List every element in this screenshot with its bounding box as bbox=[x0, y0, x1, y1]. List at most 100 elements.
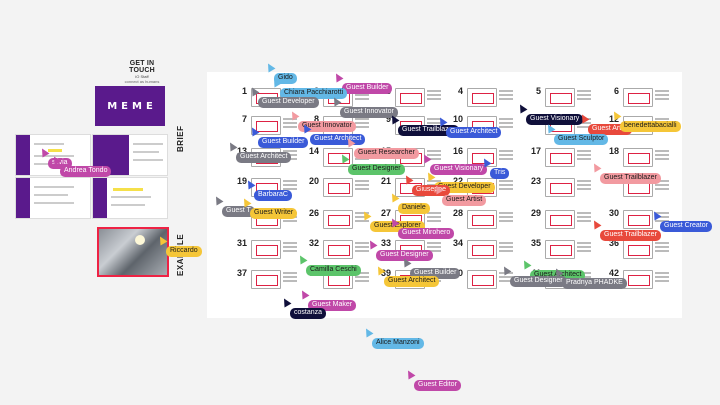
slot-card[interactable] bbox=[623, 210, 653, 229]
slot-card[interactable] bbox=[251, 240, 281, 259]
slot-notes bbox=[283, 118, 297, 130]
collaborator-tag: Guest Artist bbox=[588, 124, 633, 135]
slot-card[interactable] bbox=[545, 178, 575, 197]
slot-card[interactable] bbox=[467, 240, 497, 259]
slot-card[interactable] bbox=[323, 240, 353, 259]
board-slot[interactable]: 23 bbox=[525, 176, 591, 197]
board-slot[interactable]: 31 bbox=[231, 238, 297, 259]
slot-number: 23 bbox=[530, 176, 541, 186]
slot-notes bbox=[655, 150, 669, 162]
slot-card[interactable] bbox=[395, 88, 425, 107]
slot-card[interactable] bbox=[623, 240, 653, 259]
slot-number: 31 bbox=[236, 238, 247, 248]
board-slot[interactable]: 30 bbox=[603, 208, 669, 229]
board-slot[interactable]: 5 bbox=[525, 86, 591, 107]
collaborator-tag: Guest Designer bbox=[376, 250, 433, 261]
slot-card[interactable] bbox=[467, 148, 497, 167]
brief-slide-3[interactable] bbox=[15, 177, 91, 219]
example-photo[interactable] bbox=[97, 227, 169, 277]
slot-notes bbox=[499, 150, 513, 162]
slot-notes bbox=[499, 118, 513, 130]
slot-number: 21 bbox=[380, 176, 391, 186]
board-slot[interactable]: 28 bbox=[447, 208, 513, 229]
slot-card[interactable] bbox=[323, 148, 353, 167]
brief-slide-4[interactable] bbox=[92, 177, 168, 219]
collaborator-tag: Guest Builder bbox=[258, 137, 309, 148]
collaborator-tag: Guest Innovator bbox=[298, 121, 356, 132]
brand-logo: GET IN TOUCH iO Staff connect as humans bbox=[122, 60, 162, 84]
slot-notes bbox=[499, 212, 513, 224]
slot-number: 28 bbox=[452, 208, 463, 218]
collaborator-tag: Guest Writer bbox=[250, 208, 298, 219]
board-slot[interactable]: 17 bbox=[525, 146, 591, 167]
slot-number: 29 bbox=[530, 208, 541, 218]
board-slot[interactable]: 37 bbox=[231, 268, 297, 289]
board-slot[interactable]: 7 bbox=[231, 114, 297, 135]
slot-card[interactable] bbox=[251, 116, 281, 135]
collaborator-tag: Pradnya PHADKE bbox=[562, 278, 627, 289]
brand-line-2: iO Staff bbox=[135, 74, 149, 79]
slot-notes bbox=[577, 90, 591, 102]
brief-banner[interactable]: M E M E bbox=[95, 86, 165, 126]
slot-notes bbox=[355, 272, 369, 284]
slot-notes bbox=[355, 212, 369, 224]
slot-card[interactable] bbox=[545, 148, 575, 167]
slot-card[interactable] bbox=[623, 148, 653, 167]
slot-number: 18 bbox=[608, 146, 619, 156]
slot-card[interactable] bbox=[623, 270, 653, 289]
collaborator-tag: Guest Architect bbox=[310, 134, 366, 145]
board-slot[interactable]: 29 bbox=[525, 208, 591, 229]
slot-notes bbox=[577, 180, 591, 192]
slot-card[interactable] bbox=[545, 210, 575, 229]
slot-number: 6 bbox=[613, 86, 619, 96]
slot-number: 32 bbox=[308, 238, 319, 248]
collaborator-tag: costanza bbox=[290, 308, 327, 319]
collaborator-tag: Guest Architect bbox=[446, 127, 502, 138]
slot-card[interactable] bbox=[467, 210, 497, 229]
slot-notes bbox=[427, 150, 441, 162]
board-slot[interactable]: 36 bbox=[603, 238, 669, 259]
slot-number: 16 bbox=[452, 146, 463, 156]
slot-card[interactable] bbox=[545, 88, 575, 107]
board-slot[interactable]: 26 bbox=[303, 208, 369, 229]
board-slot[interactable]: 18 bbox=[603, 146, 669, 167]
collaborator-tag: Guest Editor bbox=[414, 380, 461, 391]
slot-card[interactable] bbox=[623, 88, 653, 107]
slot-card[interactable] bbox=[467, 270, 497, 289]
collaborator-tag: Guest Builder bbox=[342, 83, 393, 94]
board-slot[interactable]: 34 bbox=[447, 238, 513, 259]
slot-number: 12 bbox=[608, 114, 619, 124]
slot-number: 14 bbox=[308, 146, 319, 156]
slot-card[interactable] bbox=[323, 210, 353, 229]
collaborator-tag: Guest Researcher bbox=[354, 148, 419, 159]
collaborator-tag: Riccardo bbox=[166, 246, 202, 257]
board-slot[interactable]: 20 bbox=[303, 176, 369, 197]
board-slot[interactable]: 4 bbox=[447, 86, 513, 107]
slot-number: 33 bbox=[380, 238, 391, 248]
collaborator-tag: BarbaraC bbox=[254, 190, 292, 201]
slot-number: 9 bbox=[385, 114, 391, 124]
slot-notes bbox=[355, 180, 369, 192]
slot-number: 26 bbox=[308, 208, 319, 218]
collaborator-tag: Guest Explorer bbox=[370, 221, 425, 232]
slot-notes bbox=[577, 212, 591, 224]
collaborator-tag: Guest Designer bbox=[510, 276, 567, 287]
collaborator-tag: Guest Trailblazer bbox=[398, 125, 459, 136]
slot-notes bbox=[355, 118, 369, 130]
collaborator-tag: silvia bbox=[48, 158, 72, 169]
banner-letter: E bbox=[145, 100, 153, 112]
board-slot[interactable]: 42 bbox=[603, 268, 669, 289]
slot-number: 19 bbox=[236, 176, 247, 186]
collaborator-tag: Chiara Pacchiarotti bbox=[280, 88, 348, 99]
board-slot[interactable]: 16 bbox=[447, 146, 513, 167]
slot-card[interactable] bbox=[251, 270, 281, 289]
board-slot[interactable]: 32 bbox=[303, 238, 369, 259]
collaborator-tag: Guest Visionary bbox=[526, 114, 584, 125]
slot-number: 8 bbox=[313, 114, 319, 124]
board-slot[interactable]: 6 bbox=[603, 86, 669, 107]
slot-card[interactable] bbox=[545, 240, 575, 259]
slot-card[interactable] bbox=[467, 88, 497, 107]
board-slot[interactable]: 35 bbox=[525, 238, 591, 259]
collaborator-tag: Daniele bbox=[398, 203, 430, 214]
slot-card[interactable] bbox=[323, 178, 353, 197]
